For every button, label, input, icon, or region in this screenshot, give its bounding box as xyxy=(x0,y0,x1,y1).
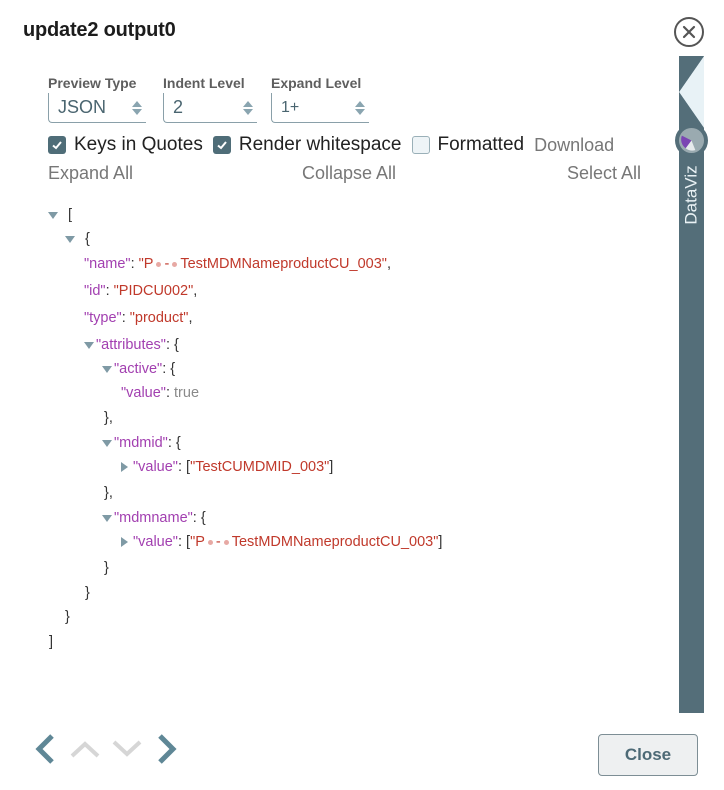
keys-in-quotes-checkbox[interactable] xyxy=(48,136,66,154)
render-whitespace-checkbox[interactable] xyxy=(212,136,231,154)
expand-all-link[interactable]: Expand All xyxy=(48,163,134,183)
spinner-icon xyxy=(355,100,365,115)
collapse-arrow-icon xyxy=(679,56,704,128)
indent-level-value: 2 xyxy=(173,97,184,117)
tree-line-type: "type": "product", xyxy=(84,310,193,326)
tree-line-close: } xyxy=(104,560,109,576)
circle-x-icon xyxy=(682,25,696,39)
tree-line-mdmid-value: "value": ["TestCUMDMID_003"] xyxy=(121,455,333,480)
whitespace-dot xyxy=(223,539,229,545)
collapse-toggle-icon[interactable] xyxy=(102,365,112,373)
tree-line-close: }, xyxy=(104,410,113,426)
dataviz-label[interactable]: DataViz xyxy=(681,165,701,225)
chevron-down-icon[interactable] xyxy=(111,733,143,765)
select-all-link[interactable]: Select All xyxy=(567,163,642,183)
check-icon xyxy=(52,141,62,150)
collapse-all-link[interactable]: Collapse All xyxy=(302,163,397,183)
tree-line-active: "active": { xyxy=(102,357,175,382)
formatted-checkbox[interactable] xyxy=(411,136,430,154)
tree-line-array-close: ] xyxy=(49,634,54,650)
expand-level-control: Expand Level 1+ xyxy=(271,75,369,123)
render-whitespace-option[interactable]: Render whitespace xyxy=(212,134,402,156)
indent-level-select[interactable]: 2 xyxy=(163,93,257,123)
tree-line-array-open: [ xyxy=(48,203,72,228)
formatted-label: Formatted xyxy=(437,134,525,155)
close-dialog-button[interactable] xyxy=(674,17,704,47)
spinner-icon xyxy=(132,100,142,115)
collapse-toggle-icon[interactable] xyxy=(48,211,58,219)
expand-level-label: Expand Level xyxy=(271,75,362,91)
tree-line-mdmname-value: "value": ["P-TestMDMNameproductCU_003"] xyxy=(121,530,442,555)
tree-line-mdmid: "mdmid": { xyxy=(102,431,181,456)
collapse-toggle-icon[interactable] xyxy=(65,235,75,243)
preview-type-value: JSON xyxy=(58,97,107,117)
chevron-left-icon[interactable] xyxy=(33,733,59,765)
whitespace-dot xyxy=(172,261,178,267)
collapse-toggle-icon[interactable] xyxy=(102,514,112,522)
keys-in-quotes-label: Keys in Quotes xyxy=(74,134,203,155)
chevron-right-icon[interactable] xyxy=(153,733,179,765)
check-icon xyxy=(217,141,227,150)
preview-type-control: Preview Type JSON xyxy=(48,75,146,123)
dataviz-sidebar[interactable] xyxy=(679,56,704,713)
pie-chart-icon[interactable] xyxy=(675,124,708,157)
whitespace-dot xyxy=(207,539,213,545)
tree-line-object-open: { xyxy=(65,227,90,252)
tree-line-close: }, xyxy=(104,485,113,501)
record-navigation xyxy=(33,733,179,765)
tree-line-id: "id": "PIDCU002", xyxy=(84,283,198,299)
indent-level-label: Indent Level xyxy=(163,75,245,91)
collapse-toggle-icon[interactable] xyxy=(84,341,94,349)
render-whitespace-label: Render whitespace xyxy=(238,134,402,155)
tree-line-name: "name": "P-TestMDMNameproductCU_003", xyxy=(84,256,391,272)
collapse-toggle-icon[interactable] xyxy=(102,439,112,447)
tree-line-active-value: "value": true xyxy=(121,385,200,401)
dialog-title: update2 output0 xyxy=(23,19,176,41)
tree-line-close: } xyxy=(85,585,90,601)
whitespace-dot xyxy=(156,261,162,267)
expand-level-value: 1+ xyxy=(281,98,300,116)
chevron-up-icon[interactable] xyxy=(69,733,101,765)
expand-toggle-icon[interactable] xyxy=(121,462,128,473)
formatted-option[interactable]: Formatted xyxy=(411,134,525,156)
options-row: Keys in Quotes Render whitespace Formatt… xyxy=(48,134,614,156)
expand-toggle-icon[interactable] xyxy=(121,537,128,548)
close-button[interactable]: Close xyxy=(598,734,698,776)
spinner-icon xyxy=(243,100,253,115)
tree-line-close: } xyxy=(65,609,70,625)
preview-type-label: Preview Type xyxy=(48,75,137,91)
download-link[interactable]: Download xyxy=(534,134,615,155)
keys-in-quotes-option[interactable]: Keys in Quotes xyxy=(48,134,203,156)
indent-level-control: Indent Level 2 xyxy=(163,75,257,123)
expand-level-select[interactable]: 1+ xyxy=(271,93,369,123)
tree-line-mdmname: "mdmname": { xyxy=(102,506,206,531)
tree-line-attributes: "attributes": { xyxy=(84,333,179,358)
preview-type-select[interactable]: JSON xyxy=(48,93,146,123)
